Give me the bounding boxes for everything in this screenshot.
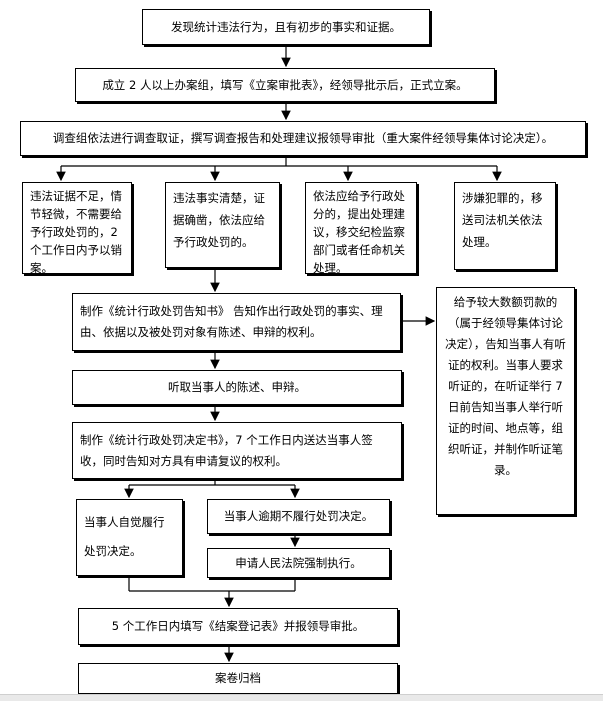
branch-cancel: 违法证据不足，情节轻微，不需要给予行政处罚的，2 个工作日内予以销案。	[22, 182, 132, 275]
branch-transfer: 依法应给予行政处分的，提出处理建议，移交纪检监察部门或者任命机关处理。	[305, 182, 417, 275]
step-listen: 听取当事人的陈述、申辩。	[72, 370, 402, 405]
step-notice-text: 制作《统计行政处罚告知书》 告知作出行政处罚的事实、理由、依据以及被处罚对象有陈…	[80, 304, 383, 339]
step-investigate: 调查组依法进行调查取证，撰写调查报告和处理建议报领导审批（重大案件经领导集体讨论…	[20, 121, 586, 156]
branch-transfer-text: 依法应给予行政处分的，提出处理建议，移交纪检监察部门或者任命机关处理。	[313, 189, 405, 275]
step-close-register-text: 5 个工作日内填写《结案登记表》并报领导审批。	[111, 619, 365, 633]
step-decision-text: 制作《统计行政处罚决定书》，7 个工作日内送达当事人签收，同时告知对方具有申请复…	[80, 433, 373, 468]
step-decision: 制作《统计行政处罚决定书》，7 个工作日内送达当事人签收，同时告知对方具有申请复…	[72, 422, 402, 479]
step-investigate-text: 调查组依法进行调查取证，撰写调查报告和处理建议报领导审批（重大案件经领导集体讨论…	[52, 131, 554, 145]
step-discover-text: 发现统计违法行为，且有初步的事实和证据。	[171, 19, 401, 34]
step-overdue: 当事人逾期不履行处罚决定。	[207, 499, 390, 534]
step-register-text: 成立 2 人以上办案组，填写《立案审批表》，经领导批示后，正式立案。	[102, 77, 468, 92]
branch-crime-text: 涉嫌犯罪的，移送司法机关依法处理。	[462, 191, 543, 249]
step-comply: 当事人自觉履行处罚决定。	[76, 499, 183, 576]
step-court: 申请人民法院强制执行。	[207, 548, 390, 578]
branch-crime: 涉嫌犯罪的，移送司法机关依法处理。	[454, 182, 556, 270]
step-close-register: 5 个工作日内填写《结案登记表》并报领导审批。	[78, 608, 398, 645]
branch-penalty-text: 违法事实清楚，证据确凿，依法应给予行政处罚的。	[173, 191, 265, 249]
hearing-note: 给予较大数额罚款的（属于经领导集体讨论决定），告知当事人有听证的权利。当事人要求…	[436, 287, 575, 515]
step-archive-text: 案卷归档	[215, 671, 261, 685]
step-discover: 发现统计违法行为，且有初步的事实和证据。	[142, 9, 430, 45]
step-listen-text: 听取当事人的陈述、申辩。	[168, 380, 306, 394]
step-archive: 案卷归档	[78, 663, 398, 694]
branch-penalty: 违法事实清楚，证据确凿，依法应给予行政处罚的。	[165, 182, 280, 268]
bottom-scroll-strip	[0, 694, 603, 701]
step-notice: 制作《统计行政处罚告知书》 告知作出行政处罚的事实、理由、依据以及被处罚对象有陈…	[72, 293, 401, 351]
step-comply-text: 当事人自觉履行处罚决定。	[84, 515, 165, 558]
step-court-text: 申请人民法院强制执行。	[235, 555, 362, 570]
branch-cancel-text: 违法证据不足，情节轻微，不需要给予行政处罚的，2 个工作日内予以销案。	[30, 189, 122, 275]
hearing-note-text: 给予较大数额罚款的（属于经领导集体讨论决定），告知当事人有听证的权利。当事人要求…	[445, 295, 566, 477]
step-register: 成立 2 人以上办案组，填写《立案审批表》，经领导批示后，正式立案。	[75, 68, 495, 102]
step-overdue-text: 当事人逾期不履行处罚决定。	[223, 509, 374, 523]
